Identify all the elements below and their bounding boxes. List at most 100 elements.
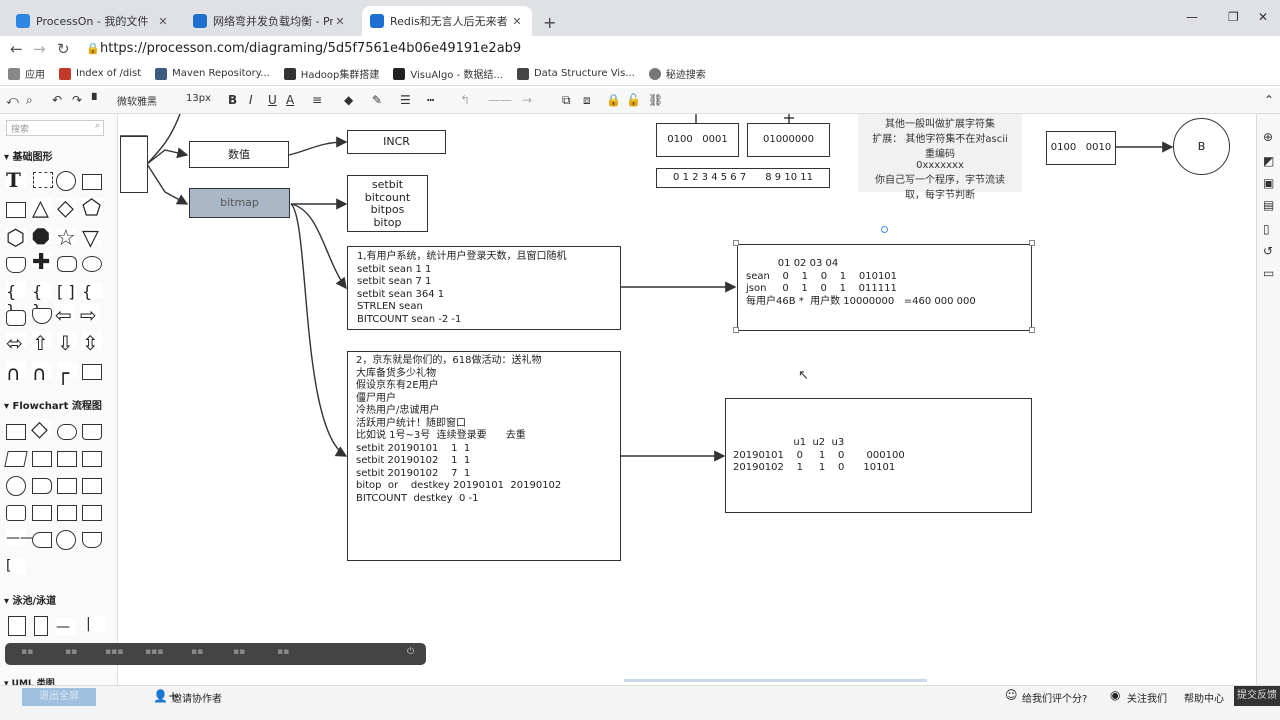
callout-shape[interactable] bbox=[32, 308, 52, 324]
connector-shape[interactable] bbox=[6, 476, 26, 496]
partial-node[interactable] bbox=[120, 136, 148, 193]
follow-link[interactable]: 关注我们 bbox=[1127, 694, 1167, 705]
tape-shape[interactable] bbox=[82, 478, 102, 494]
resize-handle[interactable] bbox=[733, 240, 739, 246]
node-bit-index[interactable]: 0 1 2 3 4 5 6 7 8 9 10 11 bbox=[656, 168, 830, 188]
off-page-shape[interactable] bbox=[82, 532, 102, 548]
collapse-toolbar-icon[interactable]: ⌃ bbox=[1264, 93, 1275, 107]
line-type-icon[interactable]: —— bbox=[488, 93, 512, 107]
rotate-handle[interactable] bbox=[881, 226, 888, 233]
bookmark-visualgo[interactable]: VisuAlgo - 数据结... bbox=[393, 66, 503, 81]
invite-collaborator-link[interactable]: 邀请协作者 bbox=[172, 694, 222, 705]
line-width-icon[interactable]: ☰ bbox=[400, 93, 411, 107]
display-shape[interactable] bbox=[32, 532, 52, 548]
url-field[interactable]: https://processon.com/diagraming/5d5f756… bbox=[100, 41, 522, 56]
manual-input-shape[interactable] bbox=[57, 505, 77, 521]
browser-tab-1[interactable]: ProcessOn - 我的文件 ✕ bbox=[8, 6, 178, 36]
trapezoid-flow-shape[interactable] bbox=[82, 505, 102, 521]
cross-shape[interactable]: ✚ bbox=[32, 250, 52, 275]
node-bit-commands[interactable]: setbit bitcount bitpos bitop bbox=[347, 175, 428, 232]
image-icon[interactable]: ▣ bbox=[1263, 176, 1275, 190]
section-flowchart[interactable]: ▾ Flowchart 流程图 bbox=[4, 401, 102, 412]
line-color-icon[interactable]: ✎ bbox=[372, 93, 383, 107]
new-tab-button[interactable]: + bbox=[543, 13, 557, 32]
bookmark-apps[interactable]: 应用 bbox=[8, 66, 45, 81]
shape-search-input[interactable]: 搜索⌕ bbox=[6, 120, 104, 136]
arrange-back-icon[interactable]: ⧈ bbox=[583, 93, 591, 107]
floating-dark-bar[interactable]: ▪▪ ▪▪ ▪▪▪ ▪▪▪ ▪▪ ▪▪ ▪▪ ⏻ bbox=[5, 643, 426, 665]
swimlane-narrow-shape[interactable] bbox=[34, 616, 48, 636]
section-uml[interactable]: ▾ UML 类图 bbox=[4, 679, 55, 689]
decision-shape[interactable]: ◇ bbox=[31, 419, 51, 441]
section-swimlane[interactable]: ▾ 泳池/泳道 bbox=[4, 596, 57, 607]
bookmark-hadoop[interactable]: Hadoop集群搭建 bbox=[283, 66, 379, 81]
card-shape[interactable] bbox=[6, 310, 26, 326]
comment-icon[interactable]: ▭ bbox=[1263, 266, 1275, 280]
trapezoid-shape[interactable] bbox=[6, 257, 26, 273]
page-icon[interactable]: ▯ bbox=[1263, 222, 1270, 236]
node-binary-2[interactable]: 01000000 bbox=[747, 123, 830, 157]
card-flow-shape[interactable] bbox=[57, 478, 77, 494]
underline-icon[interactable]: U bbox=[268, 93, 277, 107]
redo-icon[interactable]: ↷ bbox=[72, 93, 83, 107]
history-icon[interactable]: ↺ bbox=[1263, 244, 1274, 258]
undo-icon[interactable]: ↶ bbox=[52, 93, 63, 107]
node-circle-b[interactable]: B bbox=[1173, 118, 1230, 175]
maximize-icon[interactable]: ❐ bbox=[1228, 10, 1239, 24]
dark-bar-item[interactable]: ▪▪▪ bbox=[145, 647, 164, 657]
circle-flow-shape[interactable] bbox=[56, 530, 76, 550]
rect-small-shape[interactable] bbox=[82, 364, 102, 380]
section-basic-shapes[interactable]: ▾ 基础图形 bbox=[4, 152, 53, 163]
bracket-right-shape[interactable]: [ ] bbox=[57, 282, 77, 301]
close-window-icon[interactable]: ✕ bbox=[1258, 10, 1269, 24]
resize-handle[interactable] bbox=[733, 327, 739, 333]
resize-handle[interactable] bbox=[1029, 327, 1035, 333]
diagram-canvas[interactable] bbox=[119, 114, 1256, 685]
data-icon[interactable]: ▤ bbox=[1263, 198, 1275, 212]
arrow-style-icon[interactable]: → bbox=[522, 93, 533, 107]
node-calc1[interactable]: 01 02 03 04 sean 0 1 0 1 010101 json 0 1… bbox=[737, 244, 1032, 331]
shield-shape[interactable]: ▽ bbox=[82, 228, 102, 250]
text-shape[interactable]: T bbox=[6, 170, 26, 190]
rate-link[interactable]: 给我们评个分? bbox=[1022, 694, 1088, 705]
star-shape[interactable]: ☆ bbox=[56, 226, 76, 251]
close-tab-icon[interactable]: ✕ bbox=[158, 14, 168, 28]
table-shape[interactable] bbox=[82, 451, 102, 467]
close-tab-icon[interactable]: ✕ bbox=[335, 14, 345, 28]
compass-icon[interactable]: ⊕ bbox=[1263, 130, 1274, 144]
dark-bar-item[interactable]: ▪▪ bbox=[65, 647, 78, 657]
close-tab-icon[interactable]: ✕ bbox=[512, 14, 522, 28]
lock-shape-icon[interactable]: 🔒 bbox=[606, 93, 621, 107]
brush-icon[interactable]: ▘ bbox=[92, 93, 102, 107]
dark-bar-item[interactable]: ▪▪ bbox=[191, 647, 204, 657]
node-bitmap-selected[interactable]: bitmap bbox=[189, 188, 290, 218]
hexagon-shape[interactable]: ⬡ bbox=[6, 226, 26, 251]
rectangle-shape[interactable] bbox=[82, 174, 102, 190]
bookmark-miji[interactable]: 秘迹搜索 bbox=[648, 66, 706, 81]
power-icon[interactable]: ⏻ bbox=[407, 647, 415, 657]
node-charset-note[interactable]: 其他一般叫做扩展字符集 扩展： 其他字符集不在对ascii 重编码 0xxxxx… bbox=[858, 114, 1022, 201]
connector-icon[interactable]: ↰ bbox=[460, 93, 471, 107]
note-shape[interactable] bbox=[33, 172, 53, 188]
forward-icon[interactable]: → bbox=[33, 40, 46, 58]
square-shape[interactable] bbox=[6, 202, 26, 218]
submit-feedback-button[interactable]: 提交反馈 bbox=[1234, 686, 1280, 706]
bookmark-maven[interactable]: Maven Repository... bbox=[155, 67, 270, 80]
node-case1[interactable]: 1,有用户系统，统计用户登录天数，且窗口随机 setbit sean 1 1 s… bbox=[347, 246, 621, 330]
predefined-shape[interactable] bbox=[32, 451, 52, 467]
pentagon-shape[interactable]: ⬠ bbox=[82, 196, 102, 221]
manual-op-shape[interactable] bbox=[6, 505, 26, 521]
circle-shape[interactable] bbox=[56, 171, 76, 191]
ellipse-shape[interactable] bbox=[82, 256, 102, 272]
annotation-shape[interactable]: [ bbox=[6, 558, 26, 574]
bookmark-data-structure[interactable]: Data Structure Vis... bbox=[516, 67, 635, 80]
terminator-shape[interactable] bbox=[57, 424, 77, 440]
diamond-shape[interactable]: ◇ bbox=[57, 198, 77, 220]
delay-shape[interactable] bbox=[32, 478, 52, 494]
italic-icon[interactable]: I bbox=[249, 93, 253, 107]
dark-bar-item[interactable]: ▪▪ bbox=[277, 647, 290, 657]
process-shape[interactable] bbox=[6, 424, 26, 440]
arrange-front-icon[interactable]: ⧉ bbox=[562, 93, 571, 107]
unlock-shape-icon[interactable]: 🔓 bbox=[626, 93, 641, 107]
internal-storage-shape[interactable] bbox=[57, 451, 77, 467]
